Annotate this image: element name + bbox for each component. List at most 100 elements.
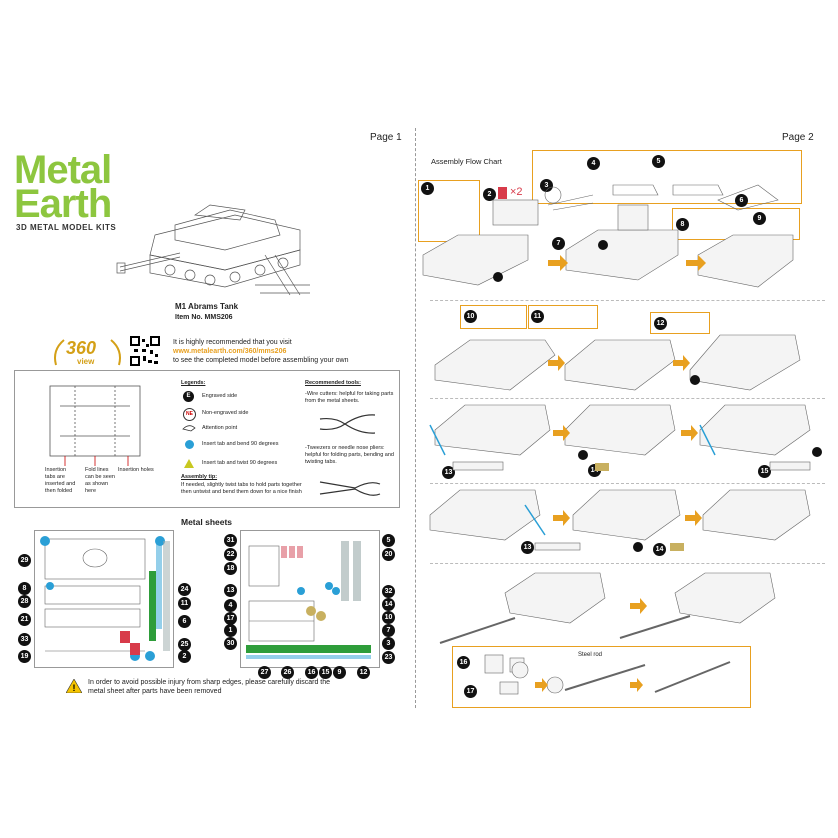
visit-url-link[interactable]: www.metalearth.com/360/mms206 [173,348,287,355]
warning-text: In order to avoid possible injury from s… [88,679,331,695]
sheet1-step-29: 29 [18,554,31,567]
step-12-box [650,312,710,334]
sheet1-step-2: 2 [178,650,191,663]
sheet2-step-30: 30 [224,637,237,650]
sheet2-step-18: 18 [224,562,237,575]
insertion-diagram [49,385,141,466]
sheet1-step-19: 19 [18,650,31,663]
step-4-badge: 4 [587,157,600,170]
row-separator-1 [430,300,825,301]
caption-fold-lines: Fold lines can be seen as shown here [85,467,115,494]
step-6-badge: 6 [735,194,748,207]
step-10-box [460,305,527,329]
sheet2-step-3: 3 [382,637,395,650]
step-1-badge: 1 [421,182,434,195]
sheet1-step-33: 33 [18,633,31,646]
sheet2-step-4: 4 [224,599,237,612]
sheet-2-parts [246,541,371,659]
tools-title: Recommended tools: [305,380,361,386]
tools-wire-cutters: -Wire cutters: helpful for taking parts … [305,391,394,404]
row-3-assembly-drawings [429,404,822,471]
row-2-assembly-drawings [434,334,801,391]
legend-attention: Attention point [202,425,238,431]
legend-insert-bend: Insert tab and bend 90 degrees [202,441,279,447]
page2-label: Page 2 [782,132,814,143]
non-engraved-badge-icon: NE [183,408,196,421]
sheet2-step-1: 1 [224,624,237,637]
x2-label: ×2 [510,186,523,198]
sheet2-step-23: 23 [382,651,395,664]
brand-subtitle: 3D METAL MODEL KITS [16,223,117,232]
metal-sheet-1 [34,530,174,668]
model-name: M1 Abrams Tank [175,302,239,311]
sheet2-step-12: 12 [357,666,370,679]
row-4-assembly-drawings [429,489,811,552]
visit-text-3: to see the completed model before assemb… [173,357,349,364]
sheet1-step-28: 28 [18,595,31,608]
step-17-badge: 17 [464,685,477,698]
sheet2-step-5: 5 [382,534,395,547]
sheet1-step-11: 11 [178,597,191,610]
sheet2-step-7: 7 [382,624,395,637]
sheet2-step-15: 15 [319,666,332,679]
legend-box: Insertion tabs are inserted and then fol… [14,370,400,508]
legend-insert-twist: Insert tab and twist 90 degrees [202,460,278,466]
svg-text:!: ! [73,683,76,693]
step-13-badge: 13 [442,466,455,479]
steel-rod-label: Steel rod [578,652,603,658]
sheet2-step-14: 14 [382,598,395,611]
qr-code[interactable] [130,336,160,366]
row-5-assembly-drawings [439,572,776,644]
page1-label: Page 1 [370,132,402,143]
visit-text-1: It is highly recommended that you visit [173,339,292,346]
step-11-badge: 11 [531,310,544,323]
view-360-logo: 360 view [50,335,125,371]
step-12-badge: 12 [654,317,667,330]
sheet-1-parts [40,536,170,661]
sheet2-step-13: 13 [224,584,237,597]
sheet2-step-32: 32 [382,585,395,598]
tank-illustration [116,204,310,296]
row-separator-2 [430,398,825,399]
pliers-icon [319,481,381,496]
sheet2-step-22: 22 [224,548,237,561]
wire-cutters-icon [319,414,376,434]
steps-16-17-box [452,646,751,708]
sheet2-step-9: 9 [333,666,346,679]
logo-360-text: 360 [66,338,97,358]
sheet2-step-16: 16 [305,666,318,679]
sheet2-step-26: 26 [281,666,294,679]
legends-title: Legends: [181,380,206,386]
caption-insertion-holes: Insertion holes [118,467,154,473]
step-5-badge: 5 [652,155,665,168]
step-10-badge: 10 [464,310,477,323]
sheet2-step-20: 20 [382,548,395,561]
assembly-tip-text: If needed, slightly twist tabs to hold p… [181,482,302,495]
page-divider [415,128,416,708]
brand-earth: Earth [14,182,112,226]
sheet2-step-10: 10 [382,611,395,624]
attention-point-icon [182,425,196,432]
red-part-icon [498,187,507,199]
warning-icon: ! [66,679,82,693]
caption-insertion-tabs: Insertion tabs are inserted and then fol… [45,467,76,494]
barrel-assembly-drawing [484,654,731,695]
laurel-icon [54,339,121,366]
sheet1-step-21: 21 [18,613,31,626]
tools-tweezers: -Tweezers or needle nose pliers: helpful… [305,445,394,465]
step-14b-badge: 14 [653,543,666,556]
sheet1-step-6: 6 [178,615,191,628]
steps-3-6-box [532,150,802,204]
row-separator-4 [430,563,825,564]
sheet2-step-17: 17 [224,612,237,625]
yellow-triangle-icon [184,459,194,468]
assembly-tip-title: Assembly tip: [181,474,218,480]
sheet1-step-8: 8 [18,582,31,595]
step-8-badge: 8 [676,218,689,231]
brand-metal: Metal [14,148,112,192]
legend-non-engraved: Non-engraved side [202,410,249,416]
blue-dot-icon [185,440,194,449]
sheet1-step-24: 24 [178,583,191,596]
legend-engraved: Engraved side [202,393,238,399]
logo-view-text: view [77,357,95,366]
